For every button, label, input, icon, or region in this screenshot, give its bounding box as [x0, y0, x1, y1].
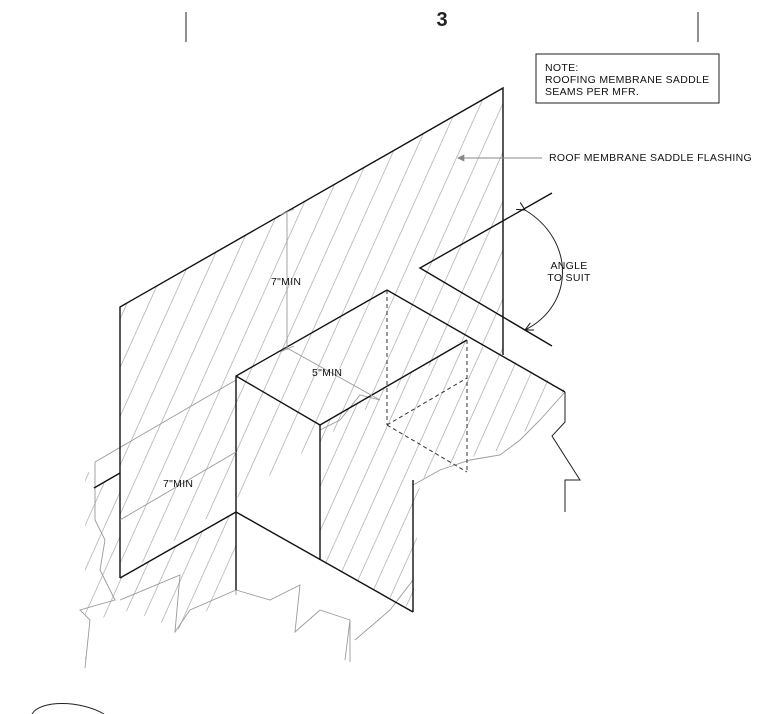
- hatch-line: [283, 88, 503, 578]
- hatch-line: [0, 460, 75, 670]
- substrate-outline: [79, 379, 566, 669]
- hatch-line: [173, 88, 404, 578]
- hatch-line: [85, 470, 155, 660]
- hatch-line: [195, 88, 426, 578]
- saddle-flashing-panel: [93, 86, 504, 579]
- hatch-line: [120, 88, 206, 578]
- hatch-line: [179, 470, 236, 660]
- hatch-line: [519, 340, 565, 610]
- note-line-3: SEAMS PER MFR.: [545, 86, 639, 98]
- hatch-line: [0, 80, 52, 590]
- hatch-line: [120, 88, 140, 578]
- hatch-line: [0, 80, 74, 590]
- detail-bubble-arc: [31, 703, 105, 714]
- dim-vertical: [279, 208, 295, 353]
- hatch-line: [120, 88, 184, 578]
- hatch-line: [0, 460, 15, 670]
- dim-horizontal: [286, 347, 381, 401]
- hatch-line: [120, 88, 250, 578]
- hatch-line: [359, 340, 491, 610]
- hatch-line: [459, 340, 565, 610]
- hatch-line: [305, 88, 503, 578]
- hatch-line: [120, 88, 272, 578]
- hatch-line: [320, 340, 331, 610]
- hatch-line: [439, 340, 565, 610]
- angle-to-suit-detail: [418, 192, 563, 347]
- hatch-line: [327, 88, 503, 578]
- hatch-line: [180, 330, 311, 620]
- hatch-line: [261, 88, 492, 578]
- hatch-line: [479, 340, 565, 610]
- hatch-line: [379, 340, 511, 610]
- hatch-line: [199, 470, 236, 660]
- flashing-label: ROOF MEMBRANE SADDLE FLASHING: [549, 152, 752, 164]
- hatch-line: [559, 340, 565, 610]
- hatch-line: [151, 88, 382, 578]
- hatch-line: [85, 470, 115, 660]
- hatch-line: [339, 340, 471, 610]
- dim-vertical-label: 7"MIN: [271, 276, 301, 288]
- hatch-line: [119, 470, 215, 660]
- sheet-number: 3: [436, 9, 447, 31]
- break-line: [551, 392, 581, 512]
- angle-label-line-2: TO SUIT: [547, 272, 591, 284]
- hatch-line: [239, 88, 470, 578]
- hatch-line: [539, 340, 565, 610]
- hatch-line: [85, 470, 135, 660]
- hatch-line: [0, 80, 96, 590]
- hatch-line: [0, 80, 118, 590]
- hatch-line: [120, 88, 338, 578]
- hatch-line: [0, 460, 55, 670]
- hatch-line: [120, 88, 294, 578]
- hatch-line: [139, 470, 235, 660]
- hatch-line: [120, 88, 228, 578]
- hatch-line: [0, 460, 35, 670]
- curb-box: [235, 289, 566, 613]
- angle-label-line-1: ANGLE: [550, 260, 587, 272]
- hatch-line: [85, 470, 175, 660]
- hatch-line: [320, 340, 411, 610]
- hatch-line: [120, 88, 162, 578]
- note-box: [535, 53, 720, 104]
- hatch-line: [419, 340, 551, 610]
- dim-side-label: 7"MIN: [163, 478, 193, 490]
- lower-left-hatch: [0, 460, 236, 670]
- hatch-line: [219, 470, 236, 660]
- hatch-line: [85, 470, 95, 660]
- note-line-1: NOTE:: [545, 62, 579, 74]
- hatch-line: [499, 340, 565, 610]
- note-line-2: ROOFING MEMBRANE SADDLE: [545, 74, 709, 86]
- hatch-line: [399, 340, 531, 610]
- hatch-line: [0, 80, 30, 590]
- dim-side: [119, 451, 237, 521]
- hatch-line: [129, 88, 360, 578]
- hatch-line: [99, 470, 195, 660]
- dim-horizontal-label: 5"MIN: [312, 367, 342, 379]
